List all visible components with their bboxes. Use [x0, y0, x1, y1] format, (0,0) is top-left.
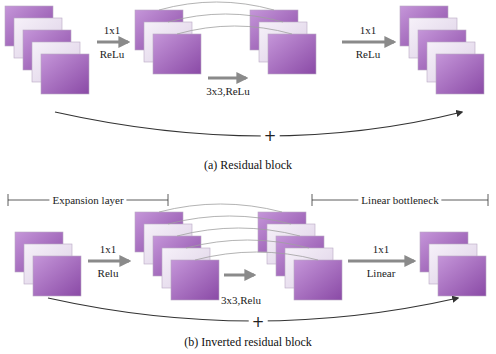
feature-map-stack — [400, 6, 484, 94]
op-label: 1x1 — [100, 243, 117, 255]
feature-map — [153, 34, 201, 74]
connection-arc — [177, 228, 300, 236]
operation-arrow — [224, 274, 254, 277]
operation-arrow — [88, 260, 129, 263]
feature-map — [41, 54, 89, 94]
operation-arrow — [97, 41, 128, 44]
op-label: 1x1 — [373, 243, 390, 255]
feature-map — [171, 260, 219, 300]
feature-map-stack — [15, 232, 81, 296]
connection-arc — [159, 204, 282, 212]
op-label: 1x1 — [104, 24, 121, 36]
op-label: ReLu — [356, 48, 380, 60]
connection-arc — [195, 252, 318, 260]
feature-map — [294, 260, 342, 300]
sum-sign: + — [249, 314, 268, 331]
connection-arcs — [159, 2, 292, 34]
connection-arc — [159, 2, 274, 10]
bracket-label: Linear bottleneck — [358, 194, 441, 206]
span-bracket — [8, 194, 168, 206]
feature-map — [33, 256, 81, 296]
op-label: 3x3,ReLu — [206, 85, 250, 97]
feature-map-stack — [135, 10, 201, 74]
span-bracket — [312, 194, 488, 206]
feature-map — [438, 256, 486, 296]
subcaption: (a) Residual block — [204, 159, 292, 172]
feature-map — [436, 54, 484, 94]
connection-arc — [168, 216, 291, 224]
op-label: ReLu — [100, 48, 124, 60]
bracket-label: Expansion layer — [49, 194, 126, 206]
operation-arrow — [348, 260, 414, 263]
feature-map-stack — [5, 6, 89, 94]
op-label: Linear — [367, 267, 396, 279]
feature-map-stack — [135, 212, 219, 300]
feature-map-stack — [420, 232, 486, 296]
connection-arc — [177, 26, 292, 34]
skip-connection — [55, 112, 462, 136]
op-label: 3x3,Relu — [221, 294, 261, 306]
connection-arcs — [159, 204, 318, 260]
operation-arrow — [208, 77, 246, 80]
connection-arc — [186, 240, 309, 248]
sum-sign: + — [261, 128, 280, 145]
subcaption: (b) Inverted residual block — [184, 336, 312, 349]
feature-map — [268, 34, 316, 74]
op-label: Relu — [98, 267, 119, 279]
connection-arc — [168, 14, 283, 22]
op-label: 1x1 — [360, 24, 377, 36]
feature-map-stack — [250, 10, 316, 74]
operation-arrow — [342, 41, 394, 44]
